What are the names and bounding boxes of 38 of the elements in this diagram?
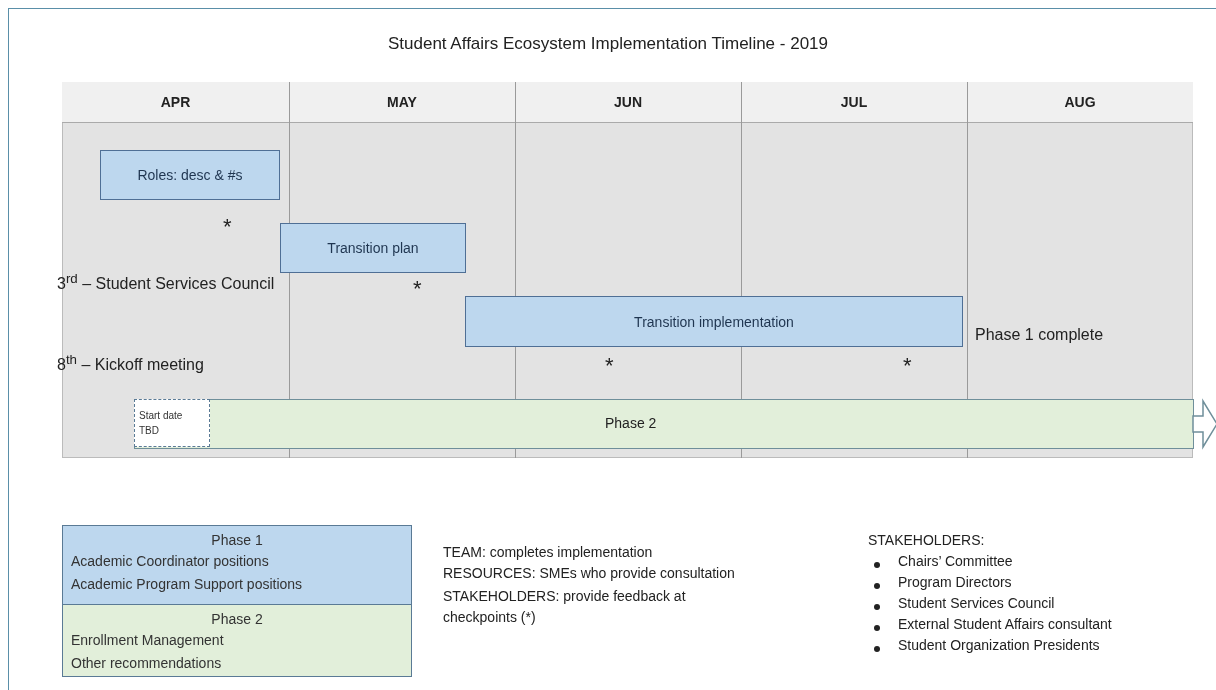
checkpoint-mark: *	[223, 214, 232, 240]
list-item: Chairs’ Committee	[898, 553, 1013, 569]
start-date-box	[134, 399, 210, 447]
task-bar	[280, 223, 466, 273]
task-bar	[465, 296, 963, 347]
list-heading: STAKEHOLDERS:	[868, 532, 985, 548]
bar-label: Phase 2	[605, 415, 657, 431]
band-item: Academic Program Support positions	[71, 575, 304, 594]
band-heading: Phase 2	[210, 610, 264, 629]
bar-label: Roles: desc & #s	[137, 167, 243, 183]
band-item: Academic Coordinator positions	[71, 552, 270, 571]
checkpoint-mark: *	[605, 353, 614, 379]
title: Student Affairs Ecosystem Implementation Timeline - 2019	[387, 34, 829, 54]
legend-band	[62, 525, 412, 605]
bar-label: Transition implementation	[634, 313, 794, 330]
note-text: STAKEHOLDERS: provide feedback at checkpoints (*)	[443, 587, 687, 627]
task-bar	[100, 150, 280, 200]
list-item: Student Organization Presidents	[898, 637, 1100, 653]
list-item: Program Directors	[898, 574, 1012, 590]
bar-label: Transition plan	[327, 240, 419, 256]
checkpoint-mark: *	[903, 353, 912, 379]
month-header: JUL	[839, 94, 869, 110]
band-heading: Phase 1	[210, 531, 264, 550]
note-text: Start date TBD	[139, 409, 184, 438]
month-header: JUN	[613, 94, 643, 110]
month-header: AUG	[1063, 94, 1097, 110]
month-header: APR	[159, 94, 192, 110]
band-item: Enrollment Management	[71, 631, 225, 650]
note-text: TEAM: completes implementation	[443, 544, 653, 560]
band-item: Other recommendations	[71, 654, 223, 673]
event-note: 3$^{rd}$ – Student Services Council	[57, 270, 276, 295]
checkpoint-mark: *	[413, 276, 422, 302]
month-header: MAY	[386, 94, 418, 110]
list-item: Student Services Council	[898, 595, 1055, 611]
event-note: 8$^{th}$ – Kickoff meeting	[57, 352, 204, 375]
list-item: External Student Affairs consultant	[898, 616, 1112, 632]
note-text: RESOURCES: SMEs who provide consultation	[443, 565, 735, 581]
legend-band	[62, 604, 412, 677]
